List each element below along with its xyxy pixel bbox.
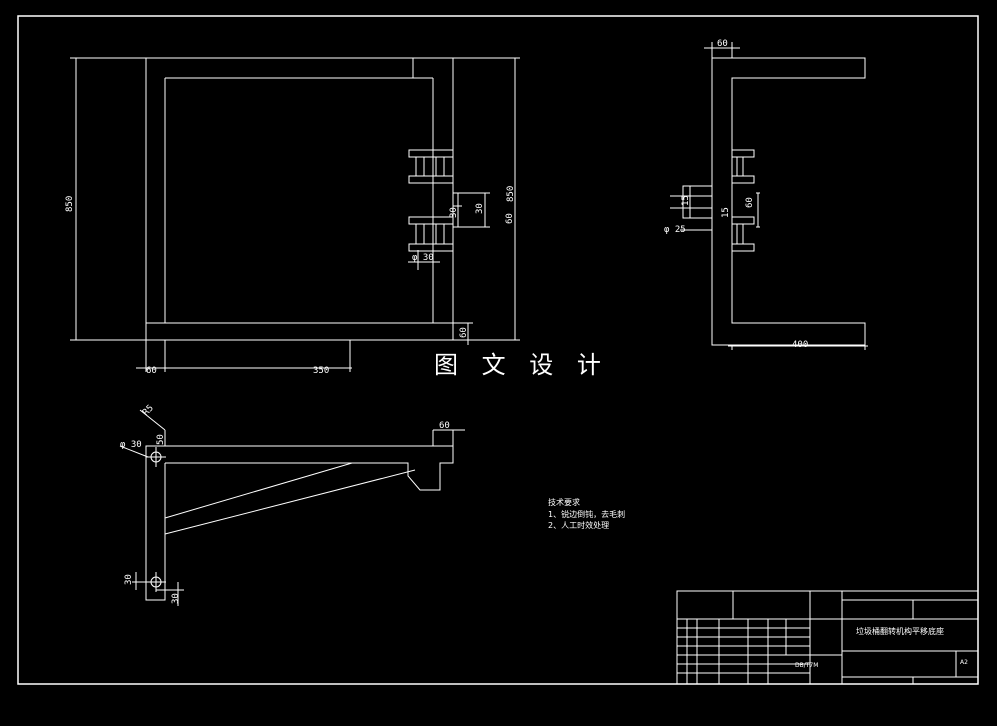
dim-bracket-v-bot2: 30 [171, 593, 181, 604]
watermark-text: 图 文 设 计 [434, 351, 609, 379]
dim-bracket-hole-top: φ 30 [120, 440, 142, 450]
notes-heading: 技术要求 [548, 497, 580, 507]
dim-bracket-v-bot1: 30 [124, 574, 134, 585]
notes-item-2: 2、人工时效处理 [548, 520, 609, 530]
dim-side-hole: φ 25 [664, 225, 686, 235]
title-block-scale: A2 [960, 659, 968, 666]
dim-side-v3: 60 [745, 197, 755, 208]
dim-side-v2: 15 [721, 207, 731, 218]
dim-side-v1: 15 [681, 195, 691, 206]
dim-front-v2: 30 [449, 207, 459, 218]
bracket-view [119, 409, 465, 606]
front-view [70, 57, 520, 372]
title-block-code: DB/T7M [795, 662, 818, 669]
dim-side-bottom: 400 [792, 340, 808, 350]
dim-front-bottom-len: 350 [313, 366, 329, 376]
notes-item-1: 1、锐边倒钝，去毛刺 [548, 509, 625, 519]
dim-bracket-v-top: 50 [156, 434, 166, 445]
dim-front-height-right: 850 [506, 186, 516, 202]
sheet-border [17, 15, 979, 685]
title-block [676, 590, 979, 685]
dim-front-v3: 60 [505, 213, 515, 224]
title-block-title: 垃圾桶翻转机构平移底座 [856, 626, 944, 636]
dim-front-height: 850 [65, 196, 75, 212]
dim-side-top: 60 [717, 39, 728, 49]
dim-front-hole: φ 30 [412, 253, 434, 263]
dim-front-v1: 30 [475, 203, 485, 214]
side-view [670, 42, 868, 350]
dim-front-right-bottom: 60 [459, 327, 469, 338]
dim-bracket-top: 60 [439, 421, 450, 431]
dim-bracket-r: R5 [141, 403, 156, 418]
dim-front-bottom-gap: 60 [146, 366, 157, 376]
